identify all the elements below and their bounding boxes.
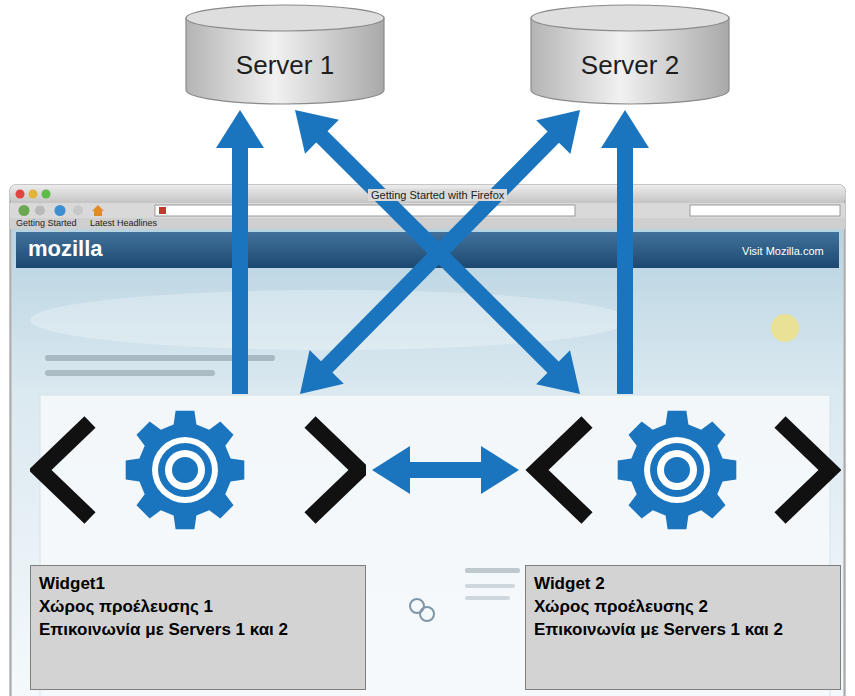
screenshot-text: Getting Started with Firefox	[368, 189, 507, 201]
faded-text-line	[45, 370, 215, 376]
addon-icon	[420, 607, 434, 621]
gear-ring	[152, 437, 218, 503]
cylinder-top	[531, 5, 729, 31]
arrow-shaft	[319, 134, 556, 370]
widget-text: Χώρος προέλευσης 2	[534, 595, 708, 618]
gear-ring	[644, 437, 710, 503]
addon-icon	[410, 599, 424, 613]
widget-info-box: Widget1Χώρος προέλευσης 1Επικοινωνία με …	[30, 565, 366, 690]
widget-icon	[525, 400, 841, 540]
back-button	[19, 205, 30, 216]
reload-button	[55, 205, 66, 216]
bookmark-bar	[10, 218, 845, 229]
server-label: Server 1	[236, 50, 334, 81]
faded-text-line	[465, 584, 515, 588]
title-bar	[10, 185, 845, 203]
url-field	[155, 205, 575, 216]
arrow-shaft	[232, 144, 248, 394]
widget-info-box: Widget 2Χώρος προέλευσης 2Επικοινωνία με…	[525, 565, 841, 690]
faded-text-line	[465, 596, 510, 600]
gear-center	[664, 457, 690, 483]
page-glow	[30, 290, 630, 350]
connector-arrow	[372, 446, 519, 494]
widget-text: Χώρος προέλευσης 1	[39, 595, 213, 618]
gear-ring	[650, 443, 704, 497]
gear-ring	[165, 450, 205, 490]
arrow-head	[372, 446, 410, 494]
search-field	[690, 205, 840, 216]
arrow-head	[481, 446, 519, 494]
arrow-shaft	[406, 462, 485, 478]
arrow-head	[295, 110, 339, 154]
widget-text: Επικοινωνία με Servers 1 και 2	[534, 618, 783, 641]
arrow-head	[300, 350, 344, 394]
arrow-head	[216, 110, 264, 148]
widget-icon	[30, 400, 366, 540]
widget-text: Widget 2	[534, 572, 605, 595]
widget-text: Widget1	[39, 572, 105, 595]
widget-group: Widget1Χώρος προέλευσης 1Επικοινωνία με …	[30, 400, 366, 692]
connector-arrow	[216, 110, 264, 394]
arrow-shaft	[617, 144, 633, 394]
arrow-head	[536, 350, 580, 394]
home-button	[92, 205, 104, 216]
bracket-symbol	[537, 422, 587, 518]
widget-group: Widget 2Χώρος προέλευσης 2Επικοινωνία με…	[525, 400, 841, 692]
bracket-symbol	[780, 422, 830, 518]
arrow-head	[536, 110, 580, 154]
faded-text-line	[465, 568, 520, 573]
widget-text: Επικοινωνία με Servers 1 και 2	[39, 618, 288, 641]
forward-button	[35, 206, 45, 216]
screenshot-text: Visit Mozilla.com	[742, 245, 824, 257]
toolbar	[10, 203, 845, 218]
connector-arrow	[295, 110, 580, 394]
favicon	[159, 207, 166, 214]
arrow-head	[601, 110, 649, 148]
gear-center	[172, 457, 198, 483]
close-button	[16, 190, 25, 199]
gear-ring	[657, 450, 697, 490]
stop-button	[73, 206, 83, 216]
connector-arrow	[300, 110, 580, 394]
gear-symbol	[618, 411, 737, 530]
zoom-button	[42, 190, 51, 199]
cylinder-top	[186, 5, 384, 31]
gear-symbol	[126, 411, 245, 530]
screenshot-text: Latest Headlines	[90, 219, 157, 229]
bracket-symbol	[310, 422, 360, 518]
web-page	[12, 229, 843, 696]
server-label: Server 2	[581, 50, 679, 81]
minimize-button	[29, 190, 38, 199]
page-ornament	[771, 314, 799, 342]
server-cylinder: Server 2	[530, 4, 730, 104]
server-cylinder: Server 1	[185, 4, 385, 104]
bracket-symbol	[40, 422, 90, 518]
screenshot-text: Getting Started	[16, 219, 77, 229]
screenshot-text: mozilla	[28, 237, 103, 261]
connector-arrow	[601, 110, 649, 394]
gear-ring	[158, 443, 212, 497]
